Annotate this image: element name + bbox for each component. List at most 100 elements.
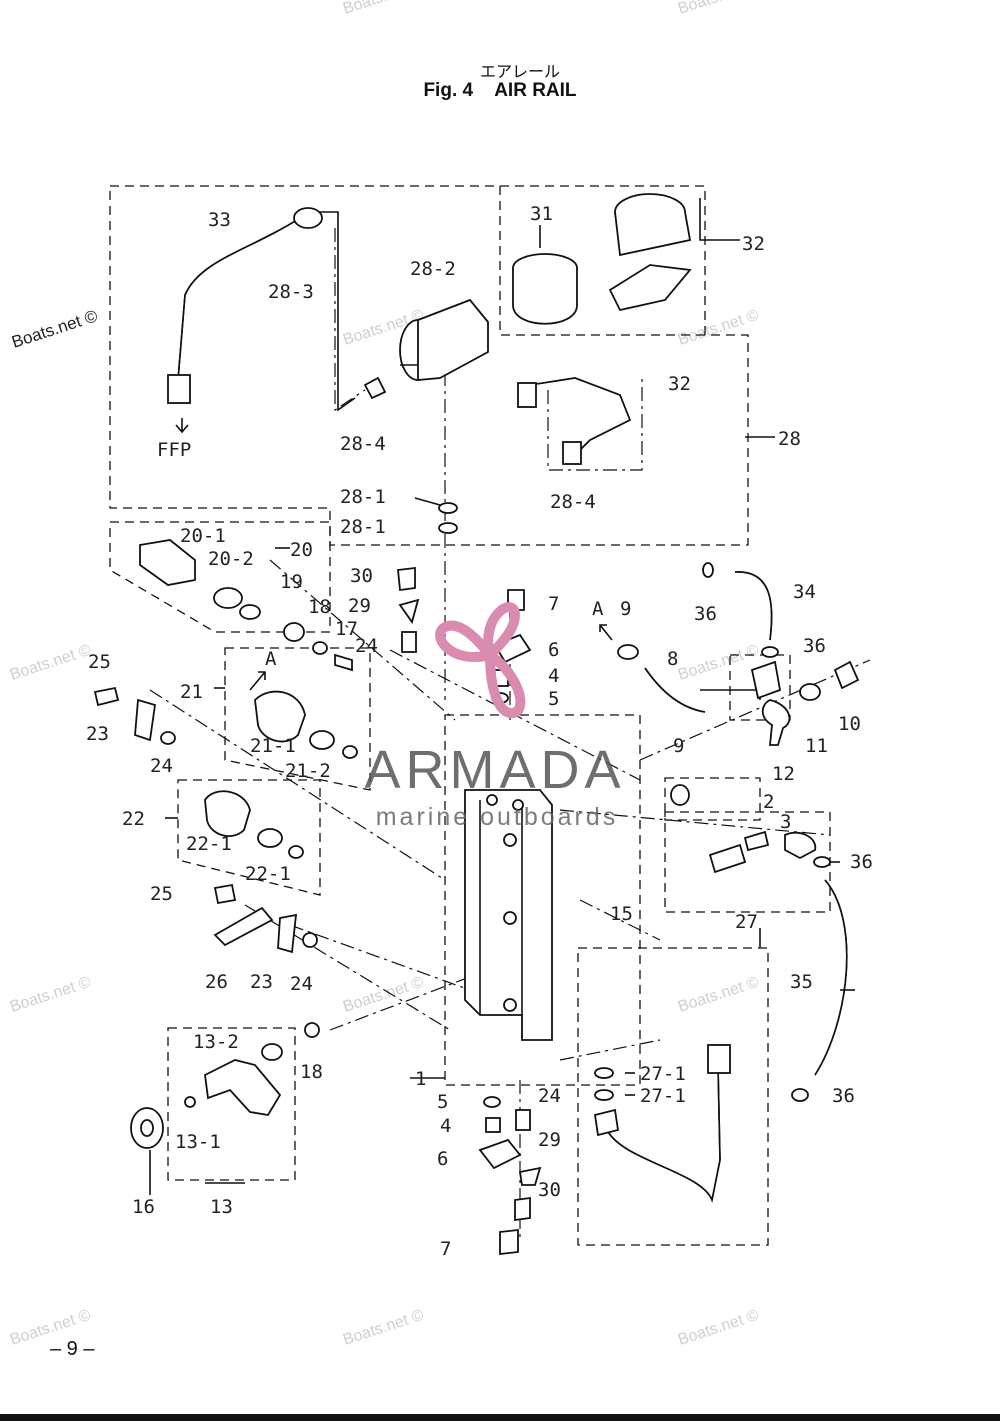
injector-13 bbox=[204, 1059, 282, 1116]
callout-13-2: 13-2 bbox=[193, 1031, 239, 1053]
watermark-tile: Boats.net © bbox=[8, 642, 93, 684]
callout-18a: 18 bbox=[308, 596, 331, 618]
callout-12: 12 bbox=[772, 763, 795, 785]
callout-18b: 18 bbox=[300, 1061, 323, 1083]
callout-28-4a: 28-4 bbox=[340, 433, 386, 455]
callout-36d: 36 bbox=[832, 1085, 855, 1107]
callout-13-1: 13-1 bbox=[175, 1131, 221, 1153]
callout-8: 8 bbox=[667, 648, 678, 670]
watermark-tile: Boats.net © bbox=[676, 0, 761, 18]
callout-21-1: 21-1 bbox=[250, 735, 296, 757]
callout-36c: 36 bbox=[850, 851, 873, 873]
group-box-20 bbox=[109, 521, 331, 633]
callout-28-2: 28-2 bbox=[410, 258, 456, 280]
callout-3: 3 bbox=[780, 811, 791, 833]
watermark-tile: Boats.net © bbox=[676, 642, 761, 684]
callout-10: 10 bbox=[838, 713, 861, 735]
callout-5a: 5 bbox=[548, 688, 559, 710]
callout-22-1b: 22-1 bbox=[245, 863, 291, 885]
callout-4a: 4 bbox=[548, 665, 559, 687]
brand-name: ARMADA bbox=[364, 740, 625, 800]
callout-labels: 3328-328-228-43132322828-128-128-420-120… bbox=[86, 203, 873, 1260]
watermark-side: Boats.net © bbox=[9, 306, 100, 352]
group-box-22 bbox=[177, 779, 321, 896]
watermark-tile: Boats.net © bbox=[341, 1307, 426, 1349]
title-japanese: エアレール bbox=[479, 62, 560, 81]
callout-7a: 7 bbox=[548, 593, 559, 615]
callout-9b: 9 bbox=[673, 735, 684, 757]
callout-35: 35 bbox=[790, 971, 813, 993]
group-box-13 bbox=[167, 1027, 296, 1181]
callout-25a: 25 bbox=[88, 651, 111, 673]
callout-25b: 25 bbox=[150, 883, 173, 905]
callout-28: 28 bbox=[778, 428, 801, 450]
callout-21: 21 bbox=[180, 681, 203, 703]
bottom-border bbox=[0, 1414, 1000, 1421]
regulator-21 bbox=[254, 690, 306, 743]
callout-23b: 23 bbox=[250, 971, 273, 993]
figure-number: Fig. 4 bbox=[423, 80, 474, 101]
callout-33: 33 bbox=[208, 209, 231, 231]
watermark-tile: Boats.net © bbox=[341, 0, 426, 18]
callout-30b: 30 bbox=[538, 1179, 561, 1201]
callout-27-1a: 27-1 bbox=[640, 1063, 686, 1085]
callout-20-1: 20-1 bbox=[180, 525, 226, 547]
parts bbox=[93, 193, 860, 1256]
page-number: – 9 – bbox=[50, 1338, 95, 1360]
group-box-27 bbox=[577, 947, 769, 1246]
callout-5b: 5 bbox=[437, 1091, 448, 1113]
callout-32b: 32 bbox=[668, 373, 691, 395]
callout-36a: 36 bbox=[694, 603, 717, 625]
callout-6b: 6 bbox=[437, 1148, 448, 1170]
arrow-a-label: A bbox=[265, 648, 277, 670]
regulator-22 bbox=[204, 790, 251, 837]
callout-22-1a: 22-1 bbox=[186, 833, 232, 855]
callout-20: 20 bbox=[290, 539, 313, 561]
watermark-tile: Boats.net © bbox=[676, 1307, 761, 1349]
callout-27-1b: 27-1 bbox=[640, 1085, 686, 1107]
air-rail-body bbox=[464, 789, 553, 1041]
callout-22: 22 bbox=[122, 808, 145, 830]
watermark-tile: Boats.net © bbox=[676, 974, 761, 1016]
callout-24a: 24 bbox=[355, 635, 378, 657]
callout-7b: 7 bbox=[440, 1238, 451, 1260]
callout-31: 31 bbox=[530, 203, 553, 225]
callout-27: 27 bbox=[735, 911, 758, 933]
callout-28-1b: 28-1 bbox=[340, 516, 386, 538]
callout-11: 11 bbox=[805, 735, 828, 757]
callout-20-2: 20-2 bbox=[208, 548, 254, 570]
arrow-a-label: A bbox=[592, 598, 604, 620]
callout-28-3: 28-3 bbox=[268, 281, 314, 303]
callout-15: 15 bbox=[610, 903, 633, 925]
sensor-20 bbox=[139, 539, 196, 586]
callout-17: 17 bbox=[335, 618, 358, 640]
callout-13: 13 bbox=[210, 1196, 233, 1218]
callout-29a: 29 bbox=[348, 595, 371, 617]
callout-32a: 32 bbox=[742, 233, 765, 255]
callout-23a: 23 bbox=[86, 723, 109, 745]
filter-body bbox=[417, 298, 489, 381]
watermark-tile: Boats.net © bbox=[676, 307, 761, 349]
callout-2: 2 bbox=[763, 791, 774, 813]
callout-26: 26 bbox=[205, 971, 228, 993]
callout-29b: 29 bbox=[538, 1129, 561, 1151]
group-box-2-3 bbox=[664, 811, 831, 913]
leader-lines bbox=[149, 198, 871, 1240]
figure-title: Fig. 4 AIR RAIL bbox=[0, 80, 1000, 102]
callout-24d: 24 bbox=[538, 1085, 561, 1107]
brand-logo: ARMADA marine outboards bbox=[364, 602, 625, 831]
callout-36b: 36 bbox=[803, 635, 826, 657]
callout-4b: 4 bbox=[440, 1115, 451, 1137]
callout-6a: 6 bbox=[548, 639, 559, 661]
callout-30a: 30 bbox=[350, 565, 373, 587]
watermark-tile: Boats.net © bbox=[8, 974, 93, 1016]
callout-1: 1 bbox=[415, 1068, 426, 1090]
callout-28-1a: 28-1 bbox=[340, 486, 386, 508]
propeller-icon bbox=[435, 602, 526, 718]
brand-tagline: marine outboards bbox=[376, 803, 619, 831]
callout-28-4b: 28-4 bbox=[550, 491, 596, 513]
callout-19: 19 bbox=[280, 571, 303, 593]
callout-9a: 9 bbox=[620, 598, 631, 620]
